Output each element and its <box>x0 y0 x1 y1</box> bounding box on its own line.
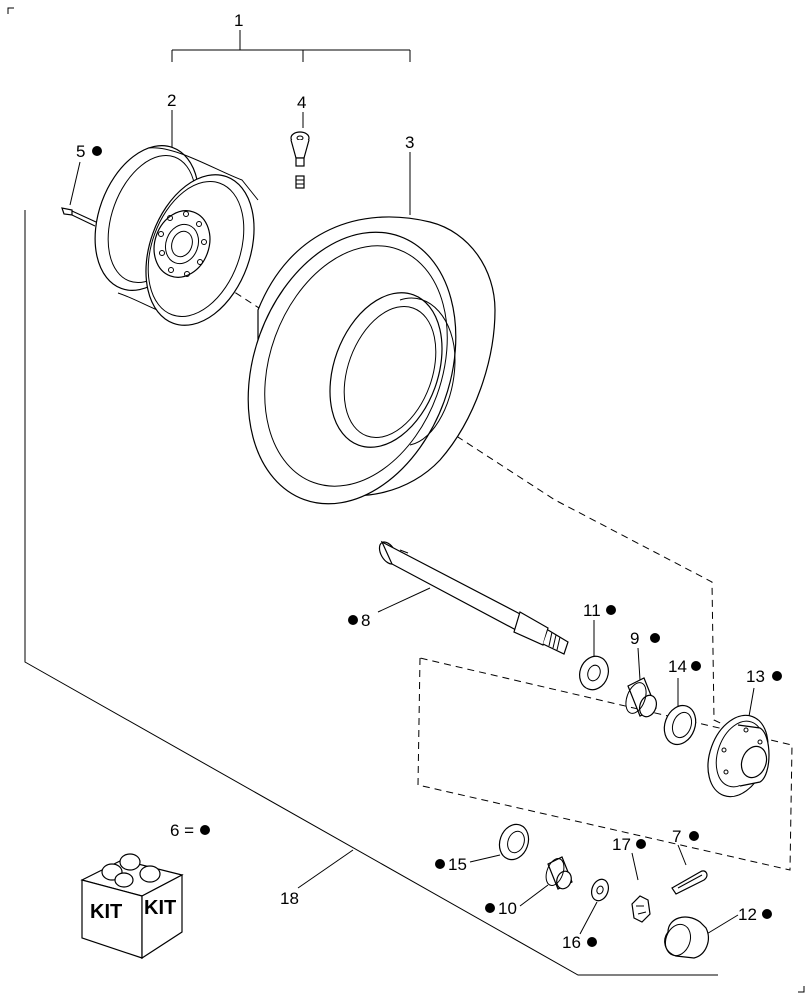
dust-cap <box>664 916 709 959</box>
callout-14-label: 14 <box>668 657 687 676</box>
leader-8 <box>377 587 431 613</box>
callout-17-bullet <box>636 839 646 849</box>
tire <box>247 216 496 505</box>
cotter-pin <box>671 870 708 895</box>
leader-15 <box>469 854 501 863</box>
callout-17-label: 17 <box>612 835 631 854</box>
callout-9-bullet <box>650 633 660 643</box>
washer <box>590 878 610 902</box>
callout-12-bullet <box>762 909 772 919</box>
callout-15-label: 15 <box>448 855 467 874</box>
callout-16: 16 <box>562 933 597 952</box>
callout-13-label: 13 <box>746 667 765 686</box>
callout-3-label: 3 <box>405 133 414 152</box>
bearing-cup-14 <box>663 704 697 746</box>
callout-7-bullet <box>689 831 699 841</box>
callout-14: 14 <box>668 657 701 676</box>
callout-12: 12 <box>738 905 772 924</box>
leader-9 <box>637 647 641 681</box>
callout-18-label: 18 <box>280 889 299 908</box>
callout-17: 17 <box>612 835 646 854</box>
callout-16-label: 16 <box>562 933 581 952</box>
leader-16 <box>579 901 598 935</box>
callout-10-label: 10 <box>498 899 517 918</box>
callout-9-label: 9 <box>630 629 639 648</box>
callout-15: 15 <box>435 855 467 874</box>
callout-10-bullet <box>485 903 495 913</box>
leader-10 <box>519 884 549 907</box>
callout-7-label: 7 <box>672 827 681 846</box>
callout-6-label: 6 = <box>170 821 194 840</box>
callout-3: 3 <box>405 133 414 152</box>
group-bracket-1 <box>171 30 411 62</box>
callout-5-label: 5 <box>76 142 85 161</box>
seal-11 <box>579 655 609 691</box>
castle-nut <box>631 895 651 923</box>
callout-7: 7 <box>672 827 699 846</box>
kit-box-icon: KIT KIT <box>80 853 184 960</box>
leader-5 <box>69 161 81 206</box>
kit-18-frame <box>24 210 718 976</box>
callout-5: 5 <box>76 142 102 161</box>
callout-4: 4 <box>297 93 306 112</box>
callout-11-bullet <box>606 605 616 615</box>
rim-bolt <box>61 207 97 227</box>
callout-11: 11 <box>583 601 616 620</box>
corner-mark-top-left <box>7 7 14 14</box>
tire-valve <box>290 131 310 189</box>
callout-1-label: 1 <box>234 11 243 30</box>
callout-4-label: 4 <box>297 93 306 112</box>
callout-1: 1 <box>234 11 243 30</box>
kit-label-right: KIT <box>144 897 176 919</box>
callout-6: 6 = <box>170 821 210 840</box>
seal-15 <box>498 823 530 861</box>
callout-5-bullet <box>92 146 102 156</box>
callout-14-bullet <box>691 661 701 671</box>
kit-label-left: KIT <box>90 901 122 923</box>
wheel-hub <box>707 714 770 798</box>
bearing-cone-9 <box>625 677 658 718</box>
leader-18 <box>297 849 354 889</box>
leader-7 <box>677 844 687 866</box>
callout-16-bullet <box>587 937 597 947</box>
callout-9: 9 <box>630 629 660 648</box>
bearing-cone-10 <box>545 856 573 890</box>
callout-12-label: 12 <box>738 905 757 924</box>
callout-6-bullet <box>200 825 210 835</box>
leader-17 <box>631 852 639 881</box>
callout-8-bullet <box>348 615 358 625</box>
wheel-rim <box>94 145 259 326</box>
callout-11-label: 11 <box>583 601 601 620</box>
callout-10: 10 <box>485 899 517 918</box>
callout-18: 18 <box>280 889 299 908</box>
callout-2-label: 2 <box>167 91 176 110</box>
callout-8: 8 <box>348 611 370 630</box>
callout-8-label: 8 <box>361 611 370 630</box>
spindle <box>378 540 569 655</box>
callout-13-bullet <box>772 671 782 681</box>
leader-12 <box>704 914 739 936</box>
callout-13: 13 <box>746 667 782 686</box>
corner-mark-bottom-right <box>798 986 805 993</box>
callout-15-bullet <box>435 859 445 869</box>
callout-2: 2 <box>167 91 176 110</box>
